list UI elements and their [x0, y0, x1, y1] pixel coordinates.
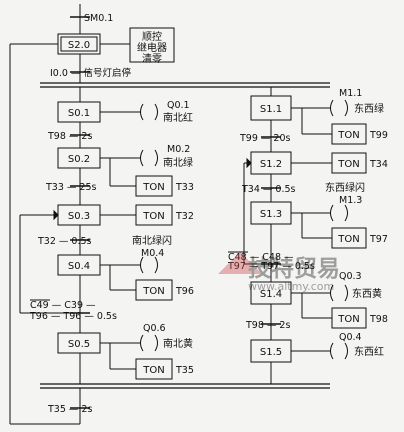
label-s13: S1.3: [260, 209, 282, 220]
coil-q04-left: [330, 342, 334, 360]
watermark-url: www.altmy.com: [248, 280, 334, 293]
action-clear-box: [129, 27, 175, 63]
label-ton-t99: TON: [337, 130, 359, 141]
label-m04: M0.4: [141, 248, 164, 259]
arrow-s12: [246, 157, 252, 169]
label-s03: S0.3: [68, 211, 90, 222]
label-s15: S1.5: [260, 347, 282, 358]
label-q01-cn: 南北红: [163, 111, 193, 124]
coil-m04-left: [140, 256, 144, 274]
label-q03-cn: 东西黄: [352, 287, 382, 300]
ton-t32-box: [135, 204, 173, 226]
label-s13-flash: 东西绿闪: [325, 181, 365, 194]
label-m11-cn: 东西绿: [354, 102, 384, 115]
label-s02: S0.2: [68, 154, 90, 165]
label-s12: S1.2: [260, 159, 282, 170]
label-s01: S0.1: [68, 108, 90, 119]
coil-q01-right: [154, 103, 158, 121]
label-sm01: SM0.1: [84, 13, 113, 24]
label-t97: T97: [369, 234, 388, 245]
label-t33-25s: T33 — 25s: [45, 182, 97, 193]
label-s11: S1.1: [260, 104, 282, 115]
label-m13: M1.3: [339, 195, 362, 206]
coil-q06-right: [154, 334, 158, 352]
label-t34: T34: [369, 159, 388, 170]
label-t99: T99: [369, 130, 388, 141]
label-ton-t32: TON: [142, 211, 164, 222]
label-ton-t35: TON: [142, 365, 164, 376]
label-t34-05s: T34 — 0.5s: [241, 184, 296, 195]
coil-m02-right: [154, 149, 158, 167]
coil-m11-right: [344, 99, 348, 117]
label-c49: C49 — C39 —: [30, 300, 96, 311]
label-t96-05s: T96 — T96 — 0.5s: [29, 311, 117, 322]
coil-q03-right: [344, 284, 348, 302]
label-m02-cn: 南北绿: [163, 156, 193, 169]
label-i00: I0.0 — 信号灯启停: [50, 67, 131, 79]
label-t35-2s: T35 — 2s: [47, 404, 92, 415]
label-t99-20s: T99 — 20s: [239, 133, 291, 144]
label-s04-flash: 南北绿闪: [132, 234, 172, 247]
arrow-s03: [53, 209, 59, 221]
ton-t34-box: [331, 152, 367, 174]
label-q04-cn: 东西红: [354, 345, 384, 358]
label-t32: T32: [175, 211, 194, 222]
coil-q03-left: [330, 284, 334, 302]
label-m02: M0.2: [167, 144, 190, 155]
watermark-logo-icon: [218, 252, 262, 274]
label-ton-t96: TON: [142, 286, 164, 297]
label-t98: T98: [369, 314, 388, 325]
label-q04: Q0.4: [339, 332, 362, 343]
label-s04: S0.4: [68, 261, 90, 272]
ton-t35-box: [135, 358, 173, 380]
label-ton-t33: TON: [142, 182, 164, 193]
label-t98-2s: T98 — 2s: [245, 320, 290, 331]
coil-q04-right: [344, 342, 348, 360]
label-q06-cn: 南北黄: [163, 337, 193, 350]
coil-m13-right: [344, 204, 348, 222]
watermark-cn: 技特贸易: [248, 256, 340, 282]
label-q06: Q0.6: [143, 323, 166, 334]
label-t32-05s: T32 — 0.5s: [37, 236, 92, 247]
label-ton-t97: TON: [337, 234, 359, 245]
label-s20: S2.0: [68, 40, 90, 51]
label-s14: S1.4: [260, 289, 282, 300]
label-q01: Q0.1: [167, 100, 190, 111]
label-t33: T33: [175, 182, 194, 193]
label-clear-3: 清零: [142, 52, 162, 65]
label-m11: M1.1: [339, 88, 362, 99]
ton-t99-box: [331, 123, 367, 145]
coil-q01-left: [140, 103, 144, 121]
label-c48: C48 — C48 —: [228, 252, 294, 263]
coil-m04-right: [154, 256, 158, 274]
coil-m02-left: [140, 149, 144, 167]
ton-t33-box: [135, 175, 173, 197]
label-ton-t34: TON: [337, 159, 359, 170]
label-clear-2: 继电器: [137, 41, 167, 54]
coil-q06-left: [140, 334, 144, 352]
coil-m13-left: [330, 204, 334, 222]
ton-t97-box: [331, 227, 367, 249]
ton-t98-box: [331, 307, 367, 329]
label-t96: T96: [175, 286, 194, 297]
label-t35: T35: [175, 365, 194, 376]
ton-t96-box: [135, 279, 173, 301]
watermark: 技特贸易 www.altmy.com: [218, 252, 340, 293]
label-clear-1: 顺控: [142, 30, 162, 43]
step-s20-inner: [60, 36, 98, 52]
label-t98-left: T98 — 2s: [47, 131, 92, 142]
coil-m11-left: [330, 99, 334, 117]
label-t97-05s: T97 — T97 — 0.5s: [227, 261, 315, 272]
label-q03: Q0.3: [339, 271, 362, 282]
label-s05: S0.5: [68, 339, 90, 350]
label-ton-t98: TON: [337, 314, 359, 325]
